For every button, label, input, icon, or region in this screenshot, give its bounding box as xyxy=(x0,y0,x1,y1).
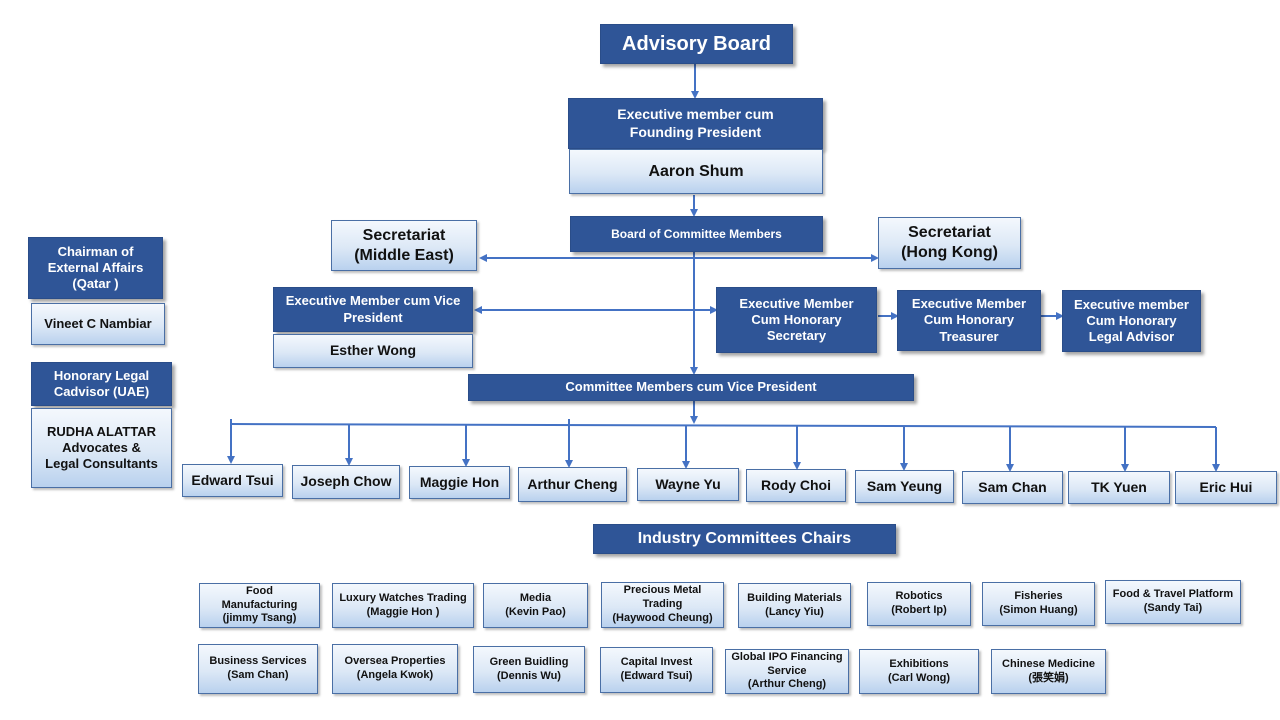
member-box[interactable]: Sam Chan xyxy=(962,471,1063,504)
industry-chair-box[interactable]: Exhibitions (Carl Wong) xyxy=(859,649,979,694)
industry-chair-box[interactable]: Media (Kevin Pao) xyxy=(483,583,588,628)
vice-president-title[interactable]: Executive Member cum Vice President xyxy=(273,287,473,332)
vice-president-name[interactable]: Esther Wong xyxy=(273,334,473,368)
honorary-secretary-box[interactable]: Executive Member Cum Honorary Secretary xyxy=(716,287,877,353)
external-affairs-name[interactable]: Vineet C Nambiar xyxy=(31,303,165,345)
industry-chair-box[interactable]: Green Buidling (Dennis Wu) xyxy=(473,646,585,693)
member-bus-line xyxy=(230,423,1217,428)
member-box[interactable]: Eric Hui xyxy=(1175,471,1277,504)
member-box[interactable]: Arthur Cheng xyxy=(518,467,627,502)
industry-chair-box[interactable]: Chinese Medicine (張笑娟) xyxy=(991,649,1106,694)
member-box[interactable]: TK Yuen xyxy=(1068,471,1170,504)
industry-committees-header[interactable]: Industry Committees Chairs xyxy=(593,524,896,554)
founding-president-title[interactable]: Executive member cum Founding President xyxy=(568,98,823,149)
legal-uae-name[interactable]: RUDHA ALATTAR Advocates & Legal Consulta… xyxy=(31,408,172,488)
industry-chair-box[interactable]: Robotics (Robert Ip) xyxy=(867,582,971,626)
member-box[interactable]: Sam Yeung xyxy=(855,470,954,503)
industry-chair-box[interactable]: Global IPO Financing Service (Arthur Che… xyxy=(725,649,849,694)
member-box[interactable]: Joseph Chow xyxy=(292,465,400,499)
honorary-legal-advisor-box[interactable]: Executive member Cum Honorary Legal Advi… xyxy=(1062,290,1201,352)
board-of-committee-box[interactable]: Board of Committee Members xyxy=(570,216,823,252)
member-box[interactable]: Maggie Hon xyxy=(409,466,510,499)
industry-chair-box[interactable]: Building Materials (Lancy Yiu) xyxy=(738,583,851,628)
member-box[interactable]: Edward Tsui xyxy=(182,464,283,497)
committee-vp-bar[interactable]: Committee Members cum Vice President xyxy=(468,374,914,401)
legal-uae-title[interactable]: Honorary Legal Cadvisor (UAE) xyxy=(31,362,172,406)
secretariat-hong-kong[interactable]: Secretariat (Hong Kong) xyxy=(878,217,1021,269)
industry-chair-box[interactable]: Fisheries (Simon Huang) xyxy=(982,582,1095,626)
honorary-treasurer-box[interactable]: Executive Member Cum Honorary Treasurer xyxy=(897,290,1041,351)
founding-president-name[interactable]: Aaron Shum xyxy=(569,149,823,194)
member-box[interactable]: Rody Choi xyxy=(746,469,846,502)
industry-chair-box[interactable]: Business Services (Sam Chan) xyxy=(198,644,318,694)
secretariat-middle-east[interactable]: Secretariat (Middle East) xyxy=(331,220,477,271)
industry-chair-box[interactable]: Capital Invest (Edward Tsui) xyxy=(600,647,713,693)
industry-chair-box[interactable]: Oversea Properties (Angela Kwok) xyxy=(332,644,458,694)
industry-chair-box[interactable]: Luxury Watches Trading (Maggie Hon ) xyxy=(332,583,474,628)
industry-chair-box[interactable]: Precious Metal Trading (Haywood Cheung) xyxy=(601,582,724,628)
external-affairs-title[interactable]: Chairman of External Affairs (Qatar ) xyxy=(28,237,163,299)
advisory-board-box[interactable]: Advisory Board xyxy=(600,24,793,64)
member-box[interactable]: Wayne Yu xyxy=(637,468,739,501)
industry-chair-box[interactable]: Food Manufacturing (jimmy Tsang) xyxy=(199,583,320,628)
industry-chair-box[interactable]: Food & Travel Platform (Sandy Tai) xyxy=(1105,580,1241,624)
